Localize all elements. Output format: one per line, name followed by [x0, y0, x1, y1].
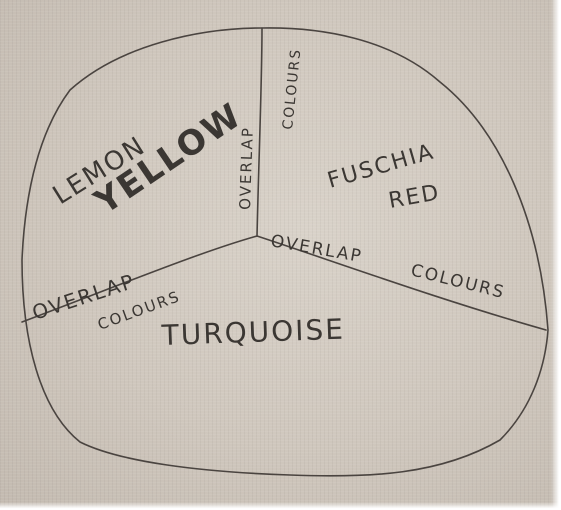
label-overlap-top-colours: COLOURS: [280, 47, 304, 130]
photo-edge-right: [551, 0, 561, 510]
label-overlap-right-colours: COLOURS: [409, 260, 508, 303]
label-overlap-top: OVERLAP: [236, 126, 257, 210]
label-red: RED: [387, 180, 443, 214]
label-turquoise: TURQUOISE: [160, 313, 345, 352]
divider-top: [257, 28, 262, 236]
photo-edge-bottom: [0, 502, 561, 510]
label-overlap-right: OVERLAP: [269, 231, 364, 267]
